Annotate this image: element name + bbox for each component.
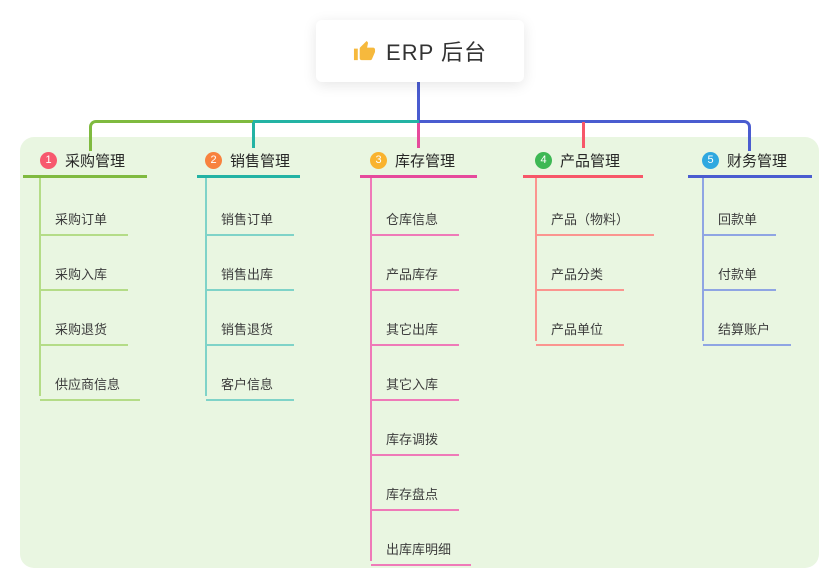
branch-spine xyxy=(702,178,704,341)
node-purchase-inbound[interactable]: 采购入库 xyxy=(40,261,128,291)
node-customer-info[interactable]: 客户信息 xyxy=(206,371,294,401)
node-warehouse-info[interactable]: 仓库信息 xyxy=(371,206,459,236)
node-sales-order[interactable]: 销售订单 xyxy=(206,206,294,236)
node-stock-transfer[interactable]: 库存调拨 xyxy=(371,426,459,456)
branch-title-finance[interactable]: 5 财务管理 xyxy=(688,149,812,178)
node-collection-order[interactable]: 回款单 xyxy=(703,206,776,236)
node-product-category[interactable]: 产品分类 xyxy=(536,261,624,291)
node-supplier-info[interactable]: 供应商信息 xyxy=(40,371,140,401)
node-product-material[interactable]: 产品（物料） xyxy=(536,206,654,236)
branch-title-inventory[interactable]: 3 库存管理 xyxy=(360,149,477,178)
branch-number-badge: 4 xyxy=(535,151,552,169)
branch-finance-management: 5 财务管理 回款单 付款单 结算账户 xyxy=(688,149,812,346)
root-node[interactable]: ERP 后台 xyxy=(316,20,524,82)
connector-bus-left xyxy=(89,120,253,151)
node-sales-outbound[interactable]: 销售出库 xyxy=(206,261,294,291)
node-purchase-return[interactable]: 采购退货 xyxy=(40,316,128,346)
connector-bus-middle xyxy=(253,120,419,123)
branches-panel xyxy=(20,137,819,568)
node-purchase-order[interactable]: 采购订单 xyxy=(40,206,128,236)
branch-title-sales[interactable]: 2 销售管理 xyxy=(197,149,300,178)
connector-drop-sales xyxy=(252,122,255,148)
branch-purchase-management: 1 采购管理 采购订单 采购入库 采购退货 供应商信息 xyxy=(23,149,147,401)
node-product-stock[interactable]: 产品库存 xyxy=(371,261,459,291)
branch-number-badge: 3 xyxy=(370,151,387,169)
thumbs-up-icon xyxy=(353,40,376,60)
branch-spine xyxy=(205,178,207,396)
connector-drop-product xyxy=(582,122,585,148)
node-payment-order[interactable]: 付款单 xyxy=(703,261,776,291)
branch-number-badge: 5 xyxy=(702,151,719,169)
node-stock-taking[interactable]: 库存盘点 xyxy=(371,481,459,511)
branch-product-management: 4 产品管理 产品（物料） 产品分类 产品单位 xyxy=(523,149,654,346)
branch-title-product[interactable]: 4 产品管理 xyxy=(523,149,643,178)
branch-number-badge: 1 xyxy=(40,151,57,169)
branch-spine xyxy=(370,178,372,561)
branch-title-purchase[interactable]: 1 采购管理 xyxy=(23,149,147,178)
branch-number-badge: 2 xyxy=(205,151,222,169)
node-other-outbound[interactable]: 其它出库 xyxy=(371,316,459,346)
node-settlement-account[interactable]: 结算账户 xyxy=(703,316,791,346)
branch-sales-management: 2 销售管理 销售订单 销售出库 销售退货 客户信息 xyxy=(197,149,300,401)
root-node-label: ERP 后台 xyxy=(386,40,487,65)
branch-inventory-management: 3 库存管理 仓库信息 产品库存 其它出库 其它入库 库存调拨 库存盘点 出库库… xyxy=(360,149,477,566)
connector-drop-inventory xyxy=(417,123,420,148)
connector-bus-right xyxy=(419,120,751,151)
connector-root xyxy=(417,82,420,123)
node-outbound-detail[interactable]: 出库库明细 xyxy=(371,536,471,566)
node-product-unit[interactable]: 产品单位 xyxy=(536,316,624,346)
node-other-inbound[interactable]: 其它入库 xyxy=(371,371,459,401)
branch-spine xyxy=(39,178,41,396)
node-sales-return[interactable]: 销售退货 xyxy=(206,316,294,346)
branch-spine xyxy=(535,178,537,341)
